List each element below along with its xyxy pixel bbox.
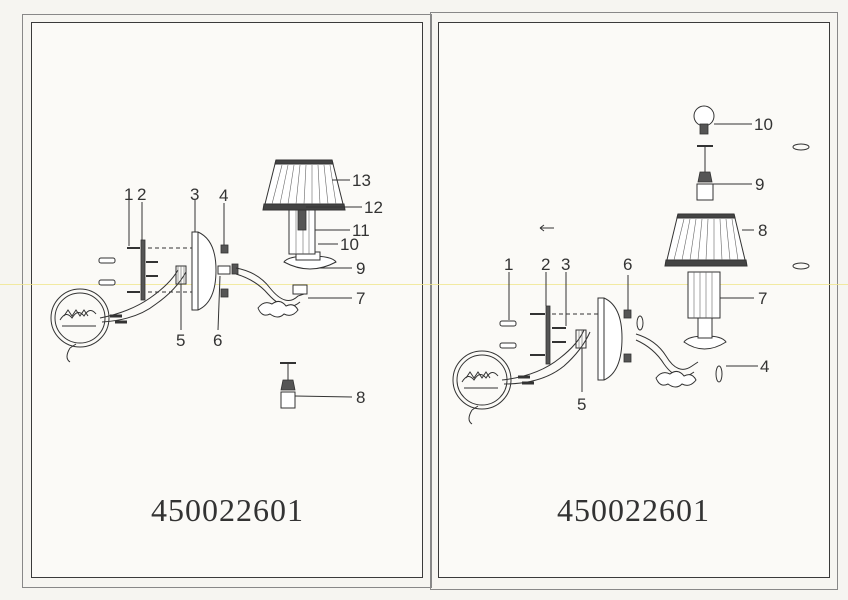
svg-text:3: 3 xyxy=(190,185,199,204)
svg-text:7: 7 xyxy=(356,289,365,308)
wall-backplate xyxy=(191,231,217,311)
svg-text:5: 5 xyxy=(577,395,586,414)
connector xyxy=(217,265,231,275)
lampshade-icon xyxy=(262,159,346,211)
rotate-arrow-icon xyxy=(539,143,810,383)
anchor-icon xyxy=(98,257,116,286)
svg-text:10: 10 xyxy=(340,235,359,254)
svg-text:1: 1 xyxy=(504,255,513,274)
screw-icon xyxy=(530,313,566,356)
svg-text:3: 3 xyxy=(561,255,570,274)
svg-text:4: 4 xyxy=(219,186,228,205)
wires xyxy=(99,269,187,324)
mounting-bar xyxy=(140,239,146,301)
left-panel-frame xyxy=(22,14,432,588)
nut-upper xyxy=(220,244,229,254)
scan-line xyxy=(0,284,848,285)
wall-junction-box xyxy=(452,350,512,410)
svg-text:1: 1 xyxy=(124,185,133,204)
svg-text:9: 9 xyxy=(356,259,365,278)
svg-text:8: 8 xyxy=(758,221,767,240)
right-part-numbers: 1 2 3 4 5 6 7 8 9 10 xyxy=(504,115,773,414)
svg-text:6: 6 xyxy=(213,331,222,350)
svg-text:5: 5 xyxy=(176,331,185,350)
nut-lower xyxy=(623,353,632,363)
svg-text:10: 10 xyxy=(754,115,773,134)
svg-text:7: 7 xyxy=(758,289,767,308)
product-code-right: 450022601 xyxy=(557,492,710,528)
svg-text:11: 11 xyxy=(352,221,370,240)
right-diagram: 1 2 3 4 5 6 7 8 9 10 xyxy=(452,105,810,425)
hook-icon xyxy=(468,405,479,425)
left-part-numbers: 1 2 3 4 5 6 7 8 9 10 11 12 13 xyxy=(124,171,383,407)
lamp-socket xyxy=(696,145,714,201)
candle-sleeve xyxy=(288,207,316,255)
svg-text:8: 8 xyxy=(356,388,365,407)
left-leaders xyxy=(128,179,362,398)
lampshade-icon xyxy=(664,213,748,267)
left-diagram: 1 2 3 4 5 6 7 8 9 10 11 12 13 xyxy=(50,159,383,409)
mounting-bar xyxy=(545,305,551,365)
wall-junction-box xyxy=(50,288,110,348)
candle-sleeve xyxy=(687,271,721,319)
right-panel xyxy=(438,22,830,578)
anchor-icon xyxy=(499,320,517,349)
product-code-left: 450022601 xyxy=(151,492,304,528)
nut-upper xyxy=(623,309,632,319)
svg-text:12: 12 xyxy=(364,198,383,217)
svg-text:9: 9 xyxy=(755,175,764,194)
lamp-socket xyxy=(280,362,296,409)
svg-text:2: 2 xyxy=(137,185,146,204)
svg-text:4: 4 xyxy=(760,357,769,376)
right-leaders xyxy=(508,123,758,392)
nut-lower xyxy=(220,288,229,298)
wall-backplate xyxy=(597,297,623,381)
bulb-icon xyxy=(693,105,715,135)
right-panel-frame xyxy=(430,12,838,590)
left-panel xyxy=(31,22,423,578)
svg-text:2: 2 xyxy=(541,255,550,274)
screw-icon xyxy=(127,247,140,293)
svg-text:6: 6 xyxy=(623,255,632,274)
wires xyxy=(501,329,591,385)
svg-text:13: 13 xyxy=(352,171,371,190)
hook-icon xyxy=(66,343,77,363)
